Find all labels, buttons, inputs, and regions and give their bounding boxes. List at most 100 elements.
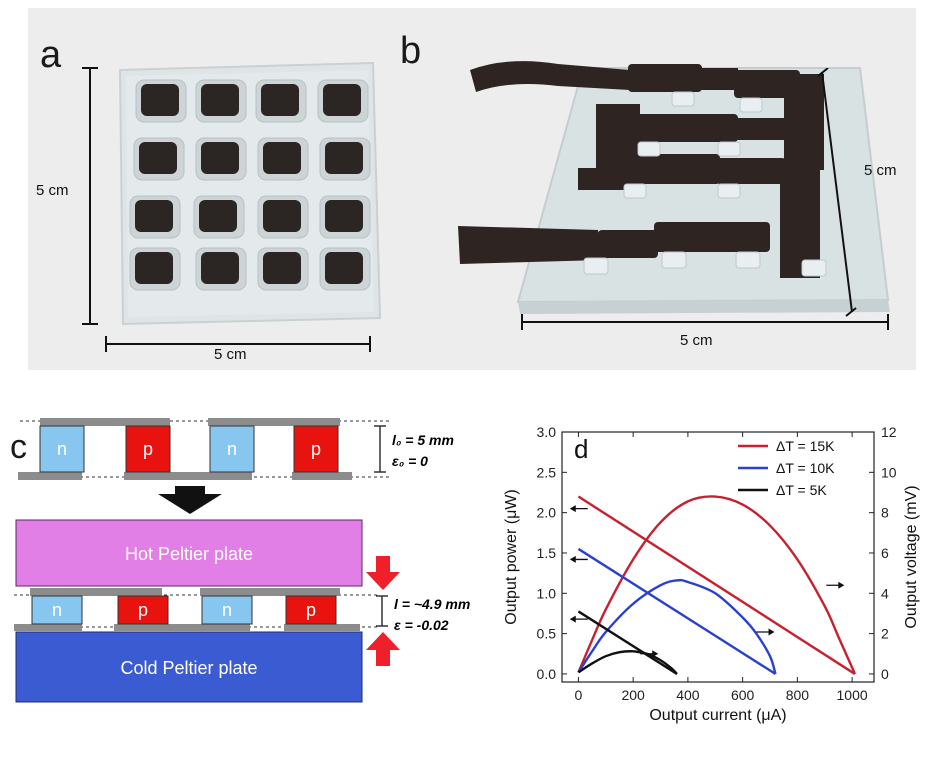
cold-plate — [15, 631, 363, 703]
y-right-tick-label: 8 — [881, 505, 889, 521]
leg-label: n — [227, 439, 237, 459]
panel-b-height-bar — [818, 68, 857, 317]
panel-a-width-bar — [105, 336, 371, 352]
panel-b-width-label: 5 cm — [680, 332, 713, 349]
voltage-line-1 — [577, 495, 856, 675]
panel-b-photo — [398, 8, 916, 370]
panel-a-photo — [28, 8, 468, 370]
x-tick-label: 600 — [731, 687, 755, 703]
te-block — [263, 252, 301, 284]
power-curve-2 — [577, 578, 777, 675]
y-left-tick-label: 0.5 — [537, 626, 557, 642]
leg-n — [39, 425, 85, 473]
axis-indicator-arrow — [640, 650, 659, 658]
y-left-tick-label: 0.0 — [537, 666, 557, 682]
leg-label: n — [57, 439, 67, 459]
te-block — [135, 200, 173, 232]
bottom-dimension: l = ~4.9 mm ε = -0.02 — [376, 595, 470, 633]
te-block — [263, 142, 301, 174]
te-block — [325, 200, 363, 232]
leg-label: n — [52, 600, 62, 620]
bottom-strain-label: ε = -0.02 — [394, 617, 449, 633]
te-block — [325, 142, 363, 174]
te-block — [261, 84, 299, 116]
leg-label: n — [222, 600, 232, 620]
y-left-tick-label: 1.0 — [537, 585, 557, 601]
panel-b-letter: b — [400, 30, 422, 72]
y-left-tick-label: 1.5 — [537, 545, 557, 561]
y-right-tick-label: 6 — [881, 545, 889, 561]
bottom-length-label: l = ~4.9 mm — [394, 596, 470, 612]
axis-indicator-arrow — [826, 581, 845, 589]
y-right-tick-label: 2 — [881, 626, 889, 642]
legend-label: ΔT = 15K — [776, 438, 835, 454]
panel-a-te-blocks — [129, 79, 371, 291]
axis-indicator-arrow — [569, 615, 588, 623]
y-left-tick-label: 3.0 — [537, 424, 557, 440]
hot-plate-label: Hot Peltier plate — [125, 544, 253, 564]
leg-p — [125, 425, 171, 473]
te-block — [135, 252, 173, 284]
te-block — [325, 252, 363, 284]
panel-a-width-label: 5 cm — [214, 346, 247, 363]
te-block — [141, 84, 179, 116]
top-dimension: l₀ = 5 mm ε₀ = 0 — [374, 425, 454, 473]
compression-arrow — [158, 486, 222, 514]
leg-label: p — [143, 439, 153, 459]
te-block — [201, 252, 239, 284]
te-block — [323, 84, 361, 116]
te-block — [139, 142, 177, 174]
leg-label: p — [138, 600, 148, 620]
te-block — [201, 84, 239, 116]
x-tick-label: 800 — [786, 687, 810, 703]
te-block — [199, 200, 237, 232]
panel-a-height-label: 5 cm — [36, 180, 69, 201]
legend-label: ΔT = 5K — [776, 482, 827, 498]
top-strain-label: ε₀ = 0 — [392, 453, 428, 469]
y-right-tick-label: 0 — [881, 666, 889, 682]
axis-indicator-arrow — [756, 628, 775, 636]
x-tick-label: 1000 — [837, 687, 868, 703]
panel-c-letter: c — [10, 428, 27, 466]
cold-plate-label: Cold Peltier plate — [120, 658, 257, 678]
axis-indicator-arrow — [569, 555, 588, 563]
y-left-tick-label: 2.0 — [537, 505, 557, 521]
top-red-arrow — [366, 556, 400, 590]
voltage-line-2 — [577, 547, 777, 675]
x-axis-label: Output current (μA) — [649, 707, 786, 724]
x-tick-label: 0 — [575, 687, 583, 703]
power-curve-3 — [577, 650, 678, 675]
leg-p — [285, 595, 337, 625]
panel-a-letter: a — [40, 34, 62, 76]
leg-p — [293, 425, 339, 473]
top-length-label: l₀ = 5 mm — [392, 432, 454, 448]
x-tick-label: 400 — [676, 687, 700, 703]
te-block — [201, 142, 239, 174]
legend: ΔT = 15K ΔT = 10K ΔT = 5K — [738, 438, 835, 498]
legend-label: ΔT = 10K — [776, 460, 835, 476]
y-right-axis-label: Output voltage (mV) — [903, 485, 920, 628]
leg-n — [31, 595, 83, 625]
leg-p — [117, 595, 169, 625]
y-left-axis-label: Output power (μW) — [503, 489, 520, 624]
plot-frame — [561, 431, 875, 683]
panel-c-schematic: c n p n p l₀ = 5 mm ε₀ = 0 Hot Peltier plat… — [10, 418, 470, 703]
y-right-tick-label: 4 — [881, 585, 889, 601]
x-tick-label: 200 — [621, 687, 645, 703]
panel-b-width-bar — [521, 314, 889, 330]
hot-plate — [15, 519, 363, 587]
panel-a-height-bar — [82, 67, 98, 325]
y-right-tick-label: 12 — [881, 424, 897, 440]
leg-n — [209, 425, 255, 473]
bottom-red-arrow — [366, 632, 400, 666]
voltage-line-3 — [577, 610, 678, 675]
power-curve-1 — [577, 495, 856, 675]
photo-strip: a 5 cm 5 cm — [28, 8, 916, 370]
panel-b-height-label: 5 cm — [864, 162, 897, 179]
te-block — [263, 200, 301, 232]
axis-indicator-arrow — [569, 505, 588, 513]
y-right-tick-label: 10 — [881, 464, 897, 480]
leg-label: p — [311, 439, 321, 459]
